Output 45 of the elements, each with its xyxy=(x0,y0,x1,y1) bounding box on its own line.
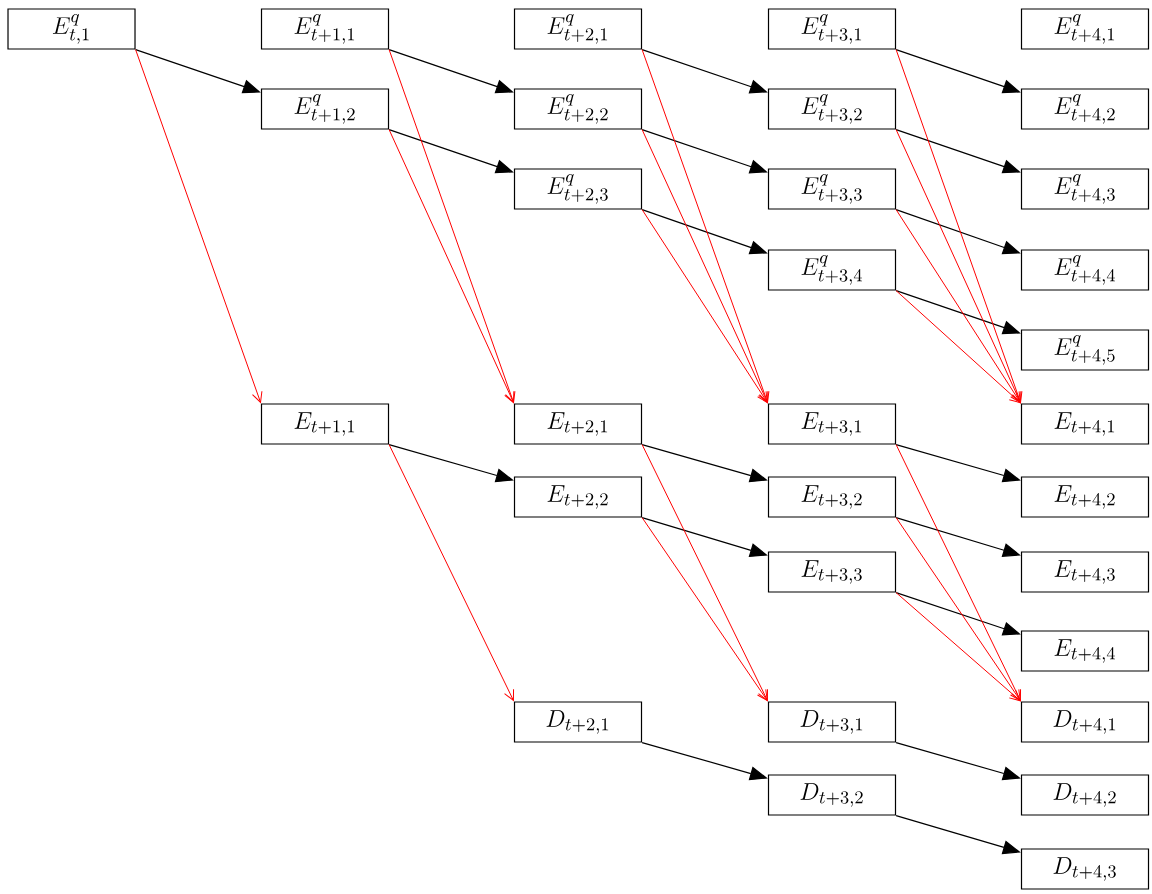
variable-box: $E^{q}_{t+4,4}$ xyxy=(1020,249,1150,291)
variable-box: $E_{t+1,1}$ xyxy=(260,403,390,445)
variable-box: $D_{t+4,3}$ xyxy=(1020,848,1150,890)
variable-box: $E^{q}_{t+3,4}$ xyxy=(767,249,897,291)
variable-box: $E_{t+4,4}$ xyxy=(1020,630,1150,672)
variable-box: $D_{t+3,1}$ xyxy=(767,701,897,743)
variable-box: $D_{t+4,1}$ xyxy=(1020,701,1150,743)
arrow xyxy=(388,129,515,403)
variable-box: $E^{q}_{t+3,1}$ xyxy=(767,8,897,50)
variable-box: $E^{q}_{t,1}$ xyxy=(7,8,136,50)
arrow xyxy=(388,444,515,701)
variable-box: $E^{q}_{t+4,3}$ xyxy=(1020,168,1150,210)
variable-box: $E^{q}_{t+3,2}$ xyxy=(767,88,897,130)
variable-box: $E^{q}_{t+4,1}$ xyxy=(1020,8,1150,50)
variable-box: $E_{t+3,3}$ xyxy=(767,551,897,593)
variable-box: $D_{t+2,1}$ xyxy=(513,701,643,743)
arrow xyxy=(895,49,1023,403)
variable-box: $D_{t+4,2}$ xyxy=(1020,774,1150,816)
variable-box: $E^{q}_{t+2,3}$ xyxy=(513,168,643,210)
variable-box: $E^{q}_{t+3,3}$ xyxy=(767,168,897,210)
variable-box: $E_{t+4,1}$ xyxy=(1020,403,1150,445)
arrow xyxy=(895,517,1021,701)
variable-box: $E_{t+2,1}$ xyxy=(513,403,643,445)
arrow xyxy=(135,49,263,403)
variable-box: $E^{q}_{t+1,2}$ xyxy=(260,88,390,130)
arrow xyxy=(641,49,770,403)
arrow xyxy=(641,444,768,701)
arrow xyxy=(641,129,769,403)
variable-box: $E_{t+2,2}$ xyxy=(513,476,643,518)
variable-box: $E_{t+3,1}$ xyxy=(767,403,897,445)
variable-box: $D_{t+3,2}$ xyxy=(767,774,897,816)
arrow xyxy=(641,517,768,701)
arrow xyxy=(895,290,1021,404)
variable-box: $E^{q}_{t+1,1}$ xyxy=(260,8,390,50)
arrow xyxy=(895,209,1021,403)
arrow xyxy=(641,209,768,403)
variable-box: $E^{q}_{t+2,1}$ xyxy=(513,8,643,50)
variable-box: $E^{q}_{t+4,2}$ xyxy=(1020,88,1150,130)
arrow xyxy=(895,592,1021,702)
variable-box: $E_{t+3,2}$ xyxy=(767,476,897,518)
arrow xyxy=(388,49,516,403)
variable-box: $E_{t+4,3}$ xyxy=(1020,551,1150,593)
variable-box: $E_{t+4,2}$ xyxy=(1020,476,1150,518)
variable-box: $E^{q}_{t+4,5}$ xyxy=(1020,329,1150,371)
variable-box: $E^{q}_{t+2,2}$ xyxy=(513,88,643,130)
